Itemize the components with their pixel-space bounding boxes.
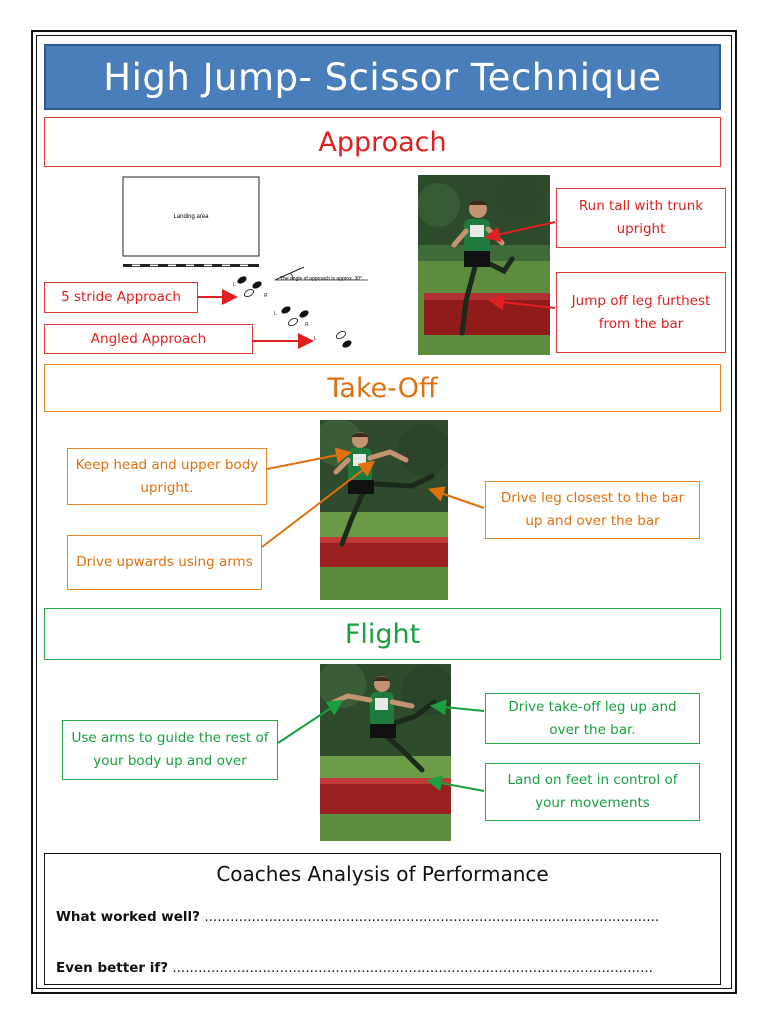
- callout-keep-head: Keep head and upper body upright.: [67, 448, 267, 505]
- section-heading-approach: Approach: [44, 117, 721, 167]
- foot-label: R: [264, 293, 268, 299]
- callout-use-arms: Use arms to guide the rest of your body …: [62, 720, 278, 780]
- approach-diagram: Landing area The angle of approach is ap…: [122, 176, 368, 348]
- what-worked-line[interactable]: What worked well? ......................…: [56, 909, 659, 925]
- page-title: High Jump- Scissor Technique: [44, 44, 721, 110]
- callout-angled-approach: Angled Approach: [44, 324, 253, 354]
- callout-drive-leg: Drive leg closest to the bar up and over…: [485, 481, 700, 539]
- foot-label: L: [233, 282, 236, 288]
- page-border-inner: [36, 35, 732, 989]
- section-heading-flight: Flight: [44, 608, 721, 660]
- foot-label: R: [305, 322, 309, 328]
- approach-photo: [418, 175, 550, 355]
- even-better-line[interactable]: Even better if? ........................…: [56, 960, 653, 976]
- analysis-title: Coaches Analysis of Performance: [216, 862, 549, 886]
- page-border-outer: [31, 30, 737, 994]
- foot-label: L: [314, 336, 317, 342]
- callout-land: Land on feet in control of your movement…: [485, 763, 700, 821]
- callout-five-stride: 5 stride Approach: [44, 282, 198, 313]
- callout-jump-off: Jump off leg furthest from the bar: [556, 272, 726, 353]
- section-heading-takeoff: Take-Off: [44, 364, 721, 412]
- landing-area-label: Landing area: [173, 214, 209, 220]
- callout-drive-takeoff-leg: Drive take-off leg up and over the bar.: [485, 693, 700, 744]
- flight-photo: [320, 664, 451, 841]
- angle-note: The angle of approach is approx. 30°: [280, 276, 362, 282]
- callout-run-tall: Run tall with trunk upright: [556, 188, 726, 248]
- callout-drive-arms: Drive upwards using arms: [67, 535, 262, 590]
- what-worked-label: What worked well?: [56, 909, 201, 925]
- even-better-label: Even better if?: [56, 960, 169, 976]
- what-worked-blank[interactable]: ........................................…: [200, 909, 660, 925]
- even-better-blank[interactable]: ........................................…: [168, 960, 653, 976]
- takeoff-photo: [320, 420, 448, 600]
- coaches-analysis-box: Coaches Analysis of Performance What wor…: [44, 853, 721, 985]
- foot-label: L: [274, 311, 277, 317]
